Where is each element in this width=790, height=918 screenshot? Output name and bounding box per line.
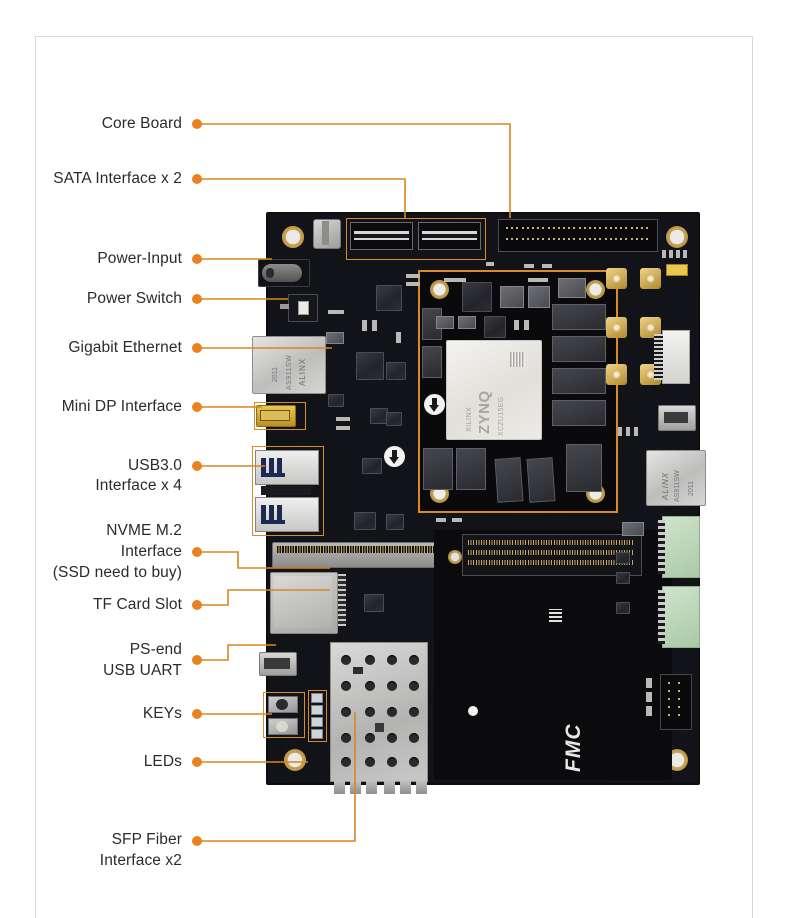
minidp-highlight bbox=[254, 402, 306, 430]
eth-silk-part: AS911SW bbox=[286, 354, 293, 390]
soc-part-mark: XCZU15EG bbox=[498, 396, 505, 436]
callout-label-nvme-line3: (SSD need to buy) bbox=[52, 564, 182, 581]
callout-label-gigabit-ethernet: Gigabit Ethernet bbox=[68, 339, 182, 356]
eth2-silk-date: 2011 bbox=[688, 480, 695, 496]
board-arrow-badge bbox=[384, 446, 405, 467]
terminal-block-1 bbox=[662, 516, 700, 578]
callout-label-sfp-line2: Interface x2 bbox=[99, 852, 182, 869]
ic-tf-controller bbox=[364, 594, 384, 612]
callout-label-usb3-line2: Interface x 4 bbox=[95, 477, 182, 494]
eth2-silk-part: AS911SW bbox=[674, 470, 681, 502]
callout-label-nvme-line2: Interface bbox=[120, 543, 182, 560]
core-board-highlight bbox=[418, 270, 618, 513]
led-2 bbox=[311, 705, 323, 715]
led-4 bbox=[311, 729, 323, 739]
dip-switch[interactable] bbox=[666, 264, 688, 276]
callout-label-ps-usb-uart-line2: USB UART bbox=[103, 662, 182, 679]
sfp-cage bbox=[330, 642, 428, 782]
zynq-soc bbox=[446, 340, 542, 440]
gigabit-ethernet-jack bbox=[252, 336, 326, 394]
soc-vendor-mark: XILINX bbox=[466, 406, 473, 432]
usb3-port-top bbox=[255, 450, 319, 485]
eth2-silk-brand: ALINX bbox=[661, 471, 670, 500]
fmc-logo-text: FMC bbox=[562, 723, 585, 773]
sma-connector bbox=[606, 317, 627, 338]
eth-silk-date: 2011 bbox=[272, 366, 279, 382]
callout-label-sfp-line1: SFP Fiber bbox=[111, 831, 182, 848]
sma-connector bbox=[606, 268, 627, 289]
callout-label-core-board: Core Board bbox=[101, 115, 182, 132]
fpc-connector bbox=[662, 330, 690, 384]
led-3 bbox=[311, 717, 323, 727]
callout-label-ps-usb-uart-line1: PS-end bbox=[129, 641, 182, 658]
ic-2 bbox=[356, 352, 384, 380]
ic-1 bbox=[376, 285, 402, 311]
ethernet-jack-2 bbox=[646, 450, 706, 506]
callout-label-nvme-line1: NVME M.2 bbox=[106, 522, 182, 539]
expansion-header bbox=[498, 219, 658, 252]
callout-label-mini-dp: Mini DP Interface bbox=[61, 398, 182, 415]
core-board-arrow-badge bbox=[424, 394, 445, 415]
led-1 bbox=[311, 693, 323, 703]
eth-silk-brand: ALINX bbox=[298, 357, 307, 386]
usb3-port-bottom bbox=[255, 497, 319, 532]
callout-label-leds: LEDs bbox=[143, 753, 182, 770]
callout-label-usb3-line1: USB3.0 bbox=[127, 457, 182, 474]
soc-family-mark: ZYNQ bbox=[476, 390, 493, 434]
callout-label-keys: KEYs bbox=[142, 705, 182, 722]
callout-label-sata: SATA Interface x 2 bbox=[53, 170, 182, 187]
jtag-header bbox=[660, 674, 692, 730]
fpga-board-image: ALINX AS911SW 2011 bbox=[252, 212, 706, 794]
sata-highlight bbox=[346, 218, 486, 260]
callout-label-power-switch: Power Switch bbox=[86, 290, 182, 307]
sma-connector bbox=[606, 364, 627, 385]
callout-label-tf-card: TF Card Slot bbox=[92, 596, 182, 613]
callout-label-power-input: Power-Input bbox=[97, 250, 182, 267]
terminal-block-2 bbox=[662, 586, 700, 648]
sma-connector bbox=[640, 317, 661, 338]
usb3-highlight bbox=[252, 446, 324, 536]
soc-datamatrix bbox=[510, 352, 525, 367]
sma-connector bbox=[640, 268, 661, 289]
